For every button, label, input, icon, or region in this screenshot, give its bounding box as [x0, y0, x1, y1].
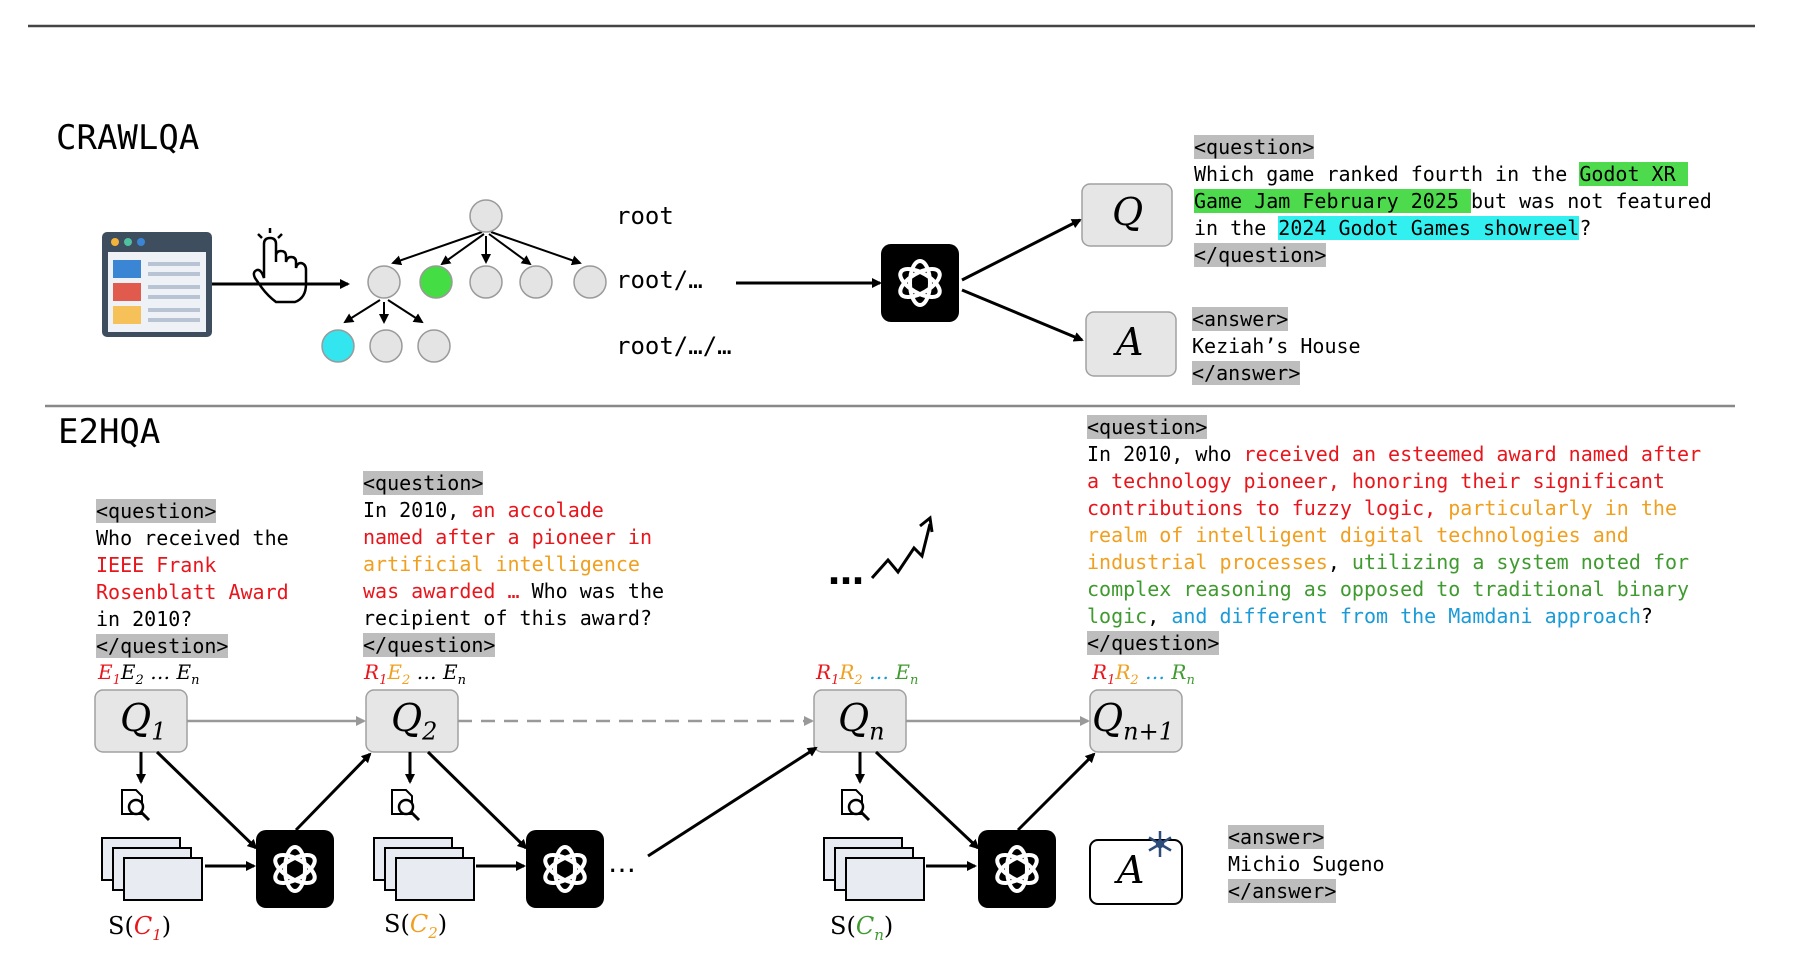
hand-click-icon: [252, 228, 308, 304]
tag-question-close: </question>: [1194, 243, 1327, 267]
crawlqa-a-box: [1085, 311, 1177, 377]
crawlqa-question: <question> Which game ranked fourth in t…: [1194, 135, 1712, 267]
node-qn1-label: Qn+1: [1092, 696, 1174, 746]
ellipsis-progress: …: [828, 552, 864, 593]
node-q1-label: Q1: [120, 696, 167, 746]
browser-icon: [102, 232, 212, 337]
doc-stack-n: [823, 837, 925, 901]
node-qn1-box: [1089, 689, 1183, 753]
crawlqa-q-box: [1081, 183, 1173, 247]
e2hqa-question-1: <question> Who received the IEEE Frank R…: [96, 499, 289, 658]
trend-up-icon: [870, 523, 932, 579]
search-icon-2: [390, 788, 421, 822]
e2hqa-answer: <answer> Michio Sugeno </answer>: [1228, 825, 1385, 903]
summary-label-2: S(C2): [384, 910, 448, 942]
crawlqa-q-label: Q: [1112, 190, 1144, 234]
e2hqa-question-2: <question> In 2010, an accolade named af…: [363, 471, 665, 657]
llm-icon-stage2: [524, 828, 606, 910]
tree-label-level2: root/…/…: [616, 332, 732, 360]
snowflake-icon: [1148, 831, 1172, 857]
final-answer-label: A: [1117, 848, 1145, 892]
llm-icon-crawlqa: [879, 242, 961, 324]
search-icon-n: [840, 788, 871, 822]
crawlqa-answer: <answer> Keziah’s House </answer>: [1192, 307, 1361, 385]
entity-label-qn1: R1R2 … Rn: [1092, 660, 1195, 688]
tree-label-root: root: [616, 202, 674, 230]
e2hqa-title: E2HQA: [58, 412, 161, 452]
tag-question-open: <question>: [1194, 135, 1315, 159]
llm-icon-stage1: [254, 828, 336, 910]
entity-label-qn: R1R2 … En: [816, 660, 919, 688]
ellipsis-stage: …: [608, 846, 636, 879]
node-q2-label: Q2: [391, 696, 438, 746]
summary-label-n: S(Cn): [830, 912, 894, 944]
entity-label-q1: E1E2 … En: [98, 660, 200, 688]
entity-label-q2: R1E2 … En: [364, 660, 466, 688]
node-qn-label: Qn: [838, 696, 885, 746]
arrow-llm-to-q: [961, 218, 1082, 282]
arrow-llm-to-a: [961, 288, 1084, 342]
llm-icon-stagen: [976, 828, 1058, 910]
search-icon-1: [120, 788, 151, 822]
summary-label-1: S(C1): [108, 912, 172, 944]
doc-stack-2: [373, 837, 475, 901]
crawlqa-title: CRAWLQA: [56, 118, 200, 158]
site-tree: [321, 199, 607, 363]
tree-label-level1: root/…: [616, 266, 703, 294]
crawlqa-a-label: A: [1116, 320, 1144, 364]
e2hqa-question-final: <question> In 2010, who received an este…: [1087, 415, 1702, 655]
doc-stack-1: [101, 837, 203, 901]
